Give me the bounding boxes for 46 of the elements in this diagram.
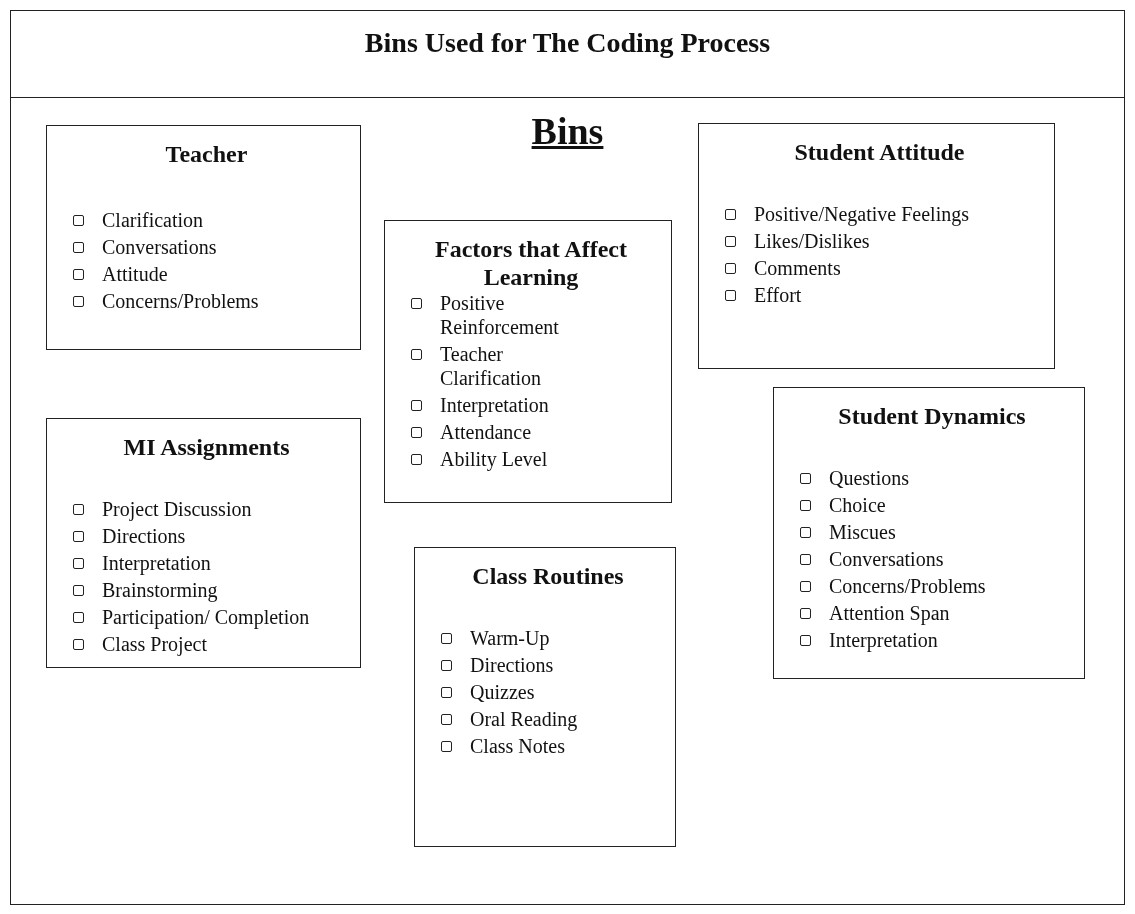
list-item: Directions [470, 653, 554, 677]
list-item: Comments [754, 256, 841, 280]
list-item: Concerns/Problems [829, 574, 986, 598]
box-heading: Teacher [164, 140, 249, 168]
list-item: Choice [829, 493, 886, 517]
box-heading: Student Attitude [793, 138, 966, 166]
category-box [384, 220, 672, 503]
title: Bins Used for The Coding Process [363, 27, 772, 59]
list-item: Teacher Clarification [440, 342, 543, 390]
list-item: Attitude [102, 262, 168, 286]
category-box [46, 125, 361, 350]
list-item: Likes/Dislikes [754, 229, 870, 253]
section-heading: Bins [531, 109, 604, 153]
list-item: Positive Reinforcement [440, 291, 560, 339]
list-item: Attention Span [829, 601, 950, 625]
category-box [46, 418, 361, 668]
list-item: Project Discussion [102, 497, 252, 521]
list-item: Quizzes [470, 680, 535, 704]
content-panel [10, 97, 1125, 905]
list-item: Class Project [102, 632, 207, 656]
list-item: Interpretation [440, 393, 549, 417]
category-box [773, 387, 1085, 679]
list-item: Clarification [102, 208, 204, 232]
list-item: Ability Level [440, 447, 548, 471]
list-item: Conversations [102, 235, 217, 259]
list-item: Positive/Negative Feelings [754, 202, 969, 226]
list-item: Miscues [829, 520, 896, 544]
list-item: Conversations [829, 547, 944, 571]
list-item: Warm-Up [470, 626, 550, 650]
box-heading: MI Assignments [122, 433, 291, 461]
box-heading: Student Dynamics [837, 402, 1027, 430]
list-item: Oral Reading [470, 707, 578, 731]
list-item: Interpretation [102, 551, 211, 575]
box-heading: Class Routines [471, 562, 625, 590]
list-item: Participation/ Completion [102, 605, 310, 629]
list-item: Class Notes [470, 734, 565, 758]
list-item: Attendance [440, 420, 532, 444]
category-box [698, 123, 1055, 369]
list-item: Brainstorming [102, 578, 218, 602]
box-heading: Factors that Affect Learning [434, 235, 628, 291]
list-item: Directions [102, 524, 186, 548]
list-item: Concerns/Problems [102, 289, 259, 313]
category-box [414, 547, 676, 847]
list-item: Interpretation [829, 628, 938, 652]
list-item: Questions [829, 466, 909, 490]
list-item: Effort [754, 283, 802, 307]
